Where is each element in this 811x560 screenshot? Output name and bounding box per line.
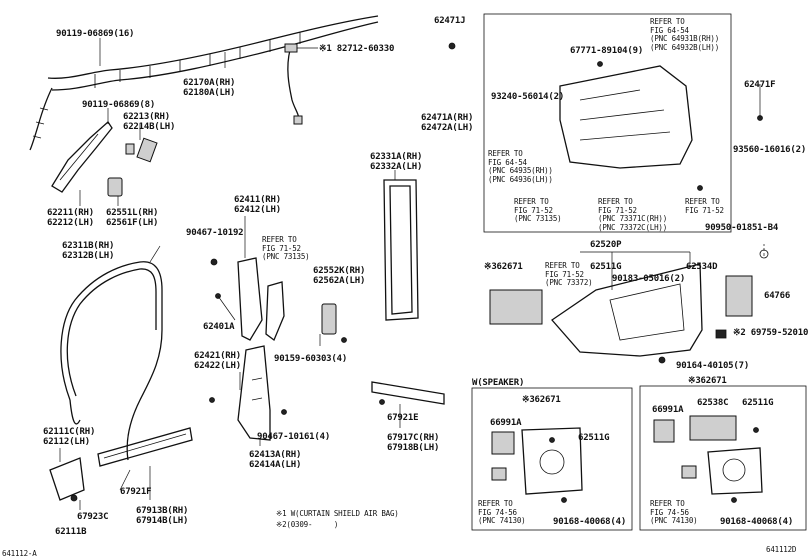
part-label: ※362671 — [522, 395, 561, 405]
refer-note: REFER TO FIG 71-52 (PNC 73135) — [514, 197, 562, 223]
part-label: 67913B(RH) 67914B(LH) — [136, 506, 189, 526]
part-label: 90159-60303(4) — [274, 354, 348, 364]
part-label: 62421(RH) 62422(LH) — [194, 351, 241, 371]
door-weatherstrip-62311B — [60, 261, 163, 461]
part-label: 62331A(RH) 62332A(LH) — [370, 152, 423, 172]
part-label: 62411(RH) 62412(LH) — [234, 195, 281, 215]
part-label: 62520P — [590, 240, 622, 250]
part-label: 67917C(RH) 67918B(LH) — [387, 433, 440, 453]
refer-note: REFER TO FIG 71-52 — [685, 197, 724, 215]
part-label: 62471J — [434, 16, 466, 26]
part-label: 90950-01851-B4 — [705, 223, 779, 233]
part-label: 90183-05016(2) — [612, 274, 686, 284]
part-label: 67921F — [120, 487, 152, 497]
diagram-id-right: 641112D — [766, 545, 797, 554]
refer-note: REFER TO FIG 71-52 (PNC 73371C(RH)) (PNC… — [598, 197, 668, 232]
center-pillar-garnish-62411 — [210, 257, 285, 342]
refer-note: REFER TO FIG 71-52 (PNC 73372) — [545, 261, 593, 287]
refer-note: REFER TO FIG 64-54 (PNC 64931B(RH)) (PNC… — [650, 17, 720, 52]
part-label: 62551L(RH) 62561F(LH) — [106, 208, 159, 228]
part-label: 62170A(RH) 62180A(LH) — [183, 78, 236, 98]
footnote: ※1 W(CURTAIN SHIELD AIR BAG) — [276, 509, 399, 518]
part-label: 62211(RH) 62212(LH) — [47, 208, 94, 228]
part-label: 62413A(RH) 62414A(LH) — [249, 450, 302, 470]
part-label: 90168-40068(4) — [553, 517, 627, 527]
part-label: 62511G — [590, 262, 622, 272]
part-label: 66991A — [652, 405, 684, 415]
refer-note: REFER TO FIG 74-56 (PNC 74130) — [478, 499, 526, 525]
front-pillar-garnish-62211 — [51, 121, 113, 193]
part-label: 62213(RH) 62214B(LH) — [123, 112, 176, 132]
section-title: W(SPEAKER) — [472, 378, 525, 388]
clip-62551L — [107, 177, 123, 197]
part-label: ※362671 — [688, 376, 727, 386]
part-label: 67923C — [77, 512, 109, 522]
quarter-trim-box — [448, 13, 763, 233]
part-label: 93240-56014(2) — [491, 92, 565, 102]
part-label: 62111C(RH) 62112(LH) — [43, 427, 96, 447]
part-label: 62401A — [203, 322, 235, 332]
part-label: ※2 69759-52010 — [733, 328, 809, 338]
wire-harness-82712 — [284, 43, 318, 125]
speaker-box-left — [471, 387, 633, 531]
cowl-side-trim-62111B — [49, 457, 85, 502]
part-label: 90119-06869(8) — [82, 100, 156, 110]
curtain-airbag-62170A — [29, 15, 379, 151]
refer-note: REFER TO FIG 71-52 (PNC 73135) — [262, 235, 310, 261]
center-pillar-lower-62421 — [209, 345, 287, 441]
part-label: 62511G — [578, 433, 610, 443]
diagram-id-left: 641112-A — [2, 549, 37, 558]
part-label: 64766 — [764, 291, 791, 301]
refer-note: REFER TO FIG 64-54 (PNC 64935(RH)) (PNC … — [488, 149, 553, 184]
part-label: 90168-40068(4) — [720, 517, 794, 527]
rear-door-weatherstrip-62331A — [383, 179, 419, 321]
part-label: 66991A — [490, 418, 522, 428]
part-label: 67921E — [387, 413, 419, 423]
part-label: 62471A(RH) 62472A(LH) — [421, 113, 474, 133]
scuff-plate-67913B — [97, 427, 193, 467]
speaker-box-right — [639, 385, 807, 531]
part-label: 62538C — [697, 398, 729, 408]
quarter-trim-62520P — [489, 244, 769, 364]
part-label: 62111B — [55, 527, 87, 537]
scuff-plate-67917C — [371, 381, 445, 405]
part-label: 62311B(RH) 62312B(LH) — [62, 241, 115, 261]
part-label: 62552K(RH) 62562A(LH) — [313, 266, 366, 286]
part-label: 90467-10192 — [186, 228, 244, 238]
part-label: ※1 82712-60330 — [319, 44, 395, 54]
part-label: 90164-40105(7) — [676, 361, 750, 371]
leader-lines — [59, 38, 761, 510]
part-label: 62534D — [686, 262, 718, 272]
part-label: 62511G — [742, 398, 774, 408]
part-label: 90467-10161(4) — [257, 432, 331, 442]
part-label: 90119-06869(16) — [56, 29, 135, 39]
part-label: 67771-89104(9) — [570, 46, 644, 56]
footnote: ※2(0309- ) — [276, 520, 339, 529]
part-label: 93560-16016(2) — [733, 145, 807, 155]
part-label: ※362671 — [484, 262, 523, 272]
refer-note: REFER TO FIG 74-56 (PNC 74130) — [650, 499, 698, 525]
part-label: 62471F — [744, 80, 776, 90]
seatbelt-anchor-62552K — [321, 303, 347, 343]
clip-62213 — [125, 137, 158, 163]
